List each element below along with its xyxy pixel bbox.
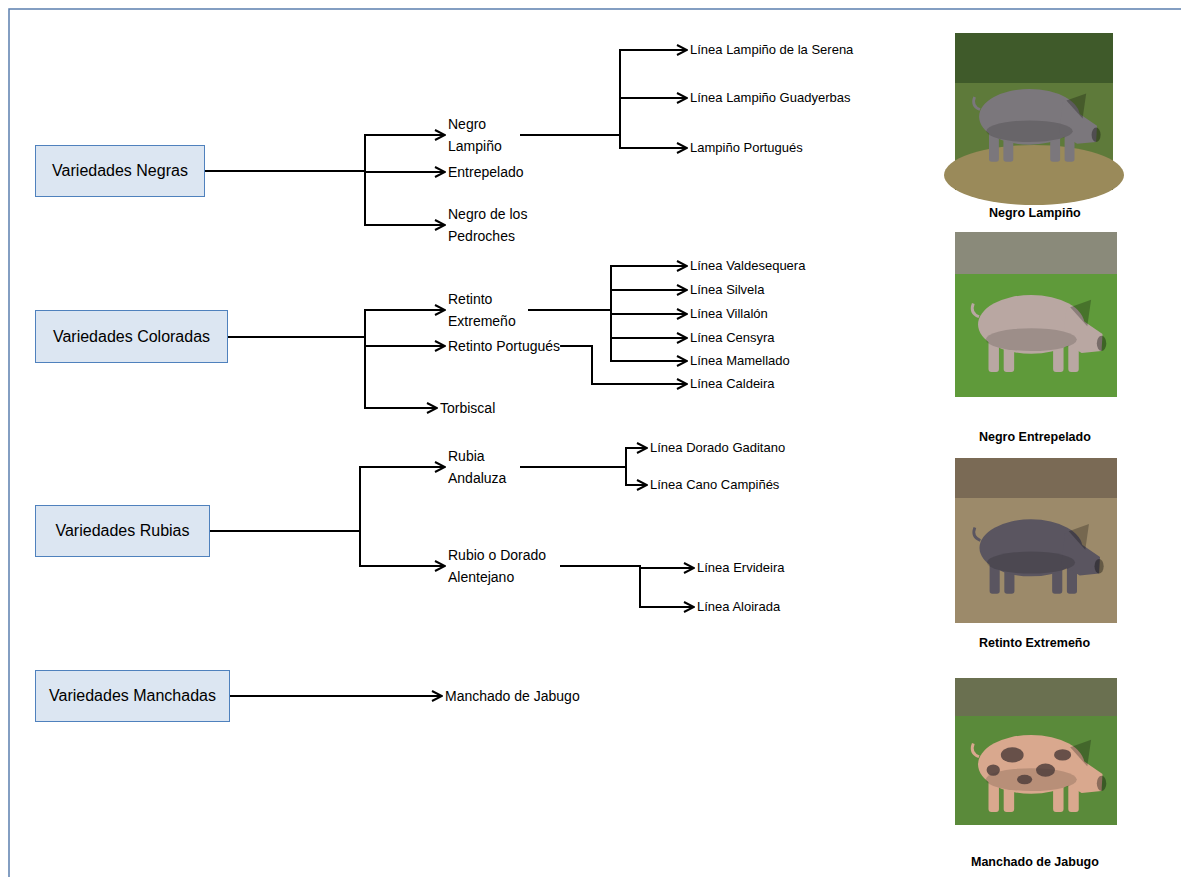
- node-text: Variedades Rubias: [55, 522, 189, 540]
- node-text: Negro de los Pedroches: [448, 203, 548, 247]
- node-text: Línea Villalón: [690, 304, 768, 324]
- branch-arrow: [520, 135, 687, 148]
- branch-arrow: [205, 135, 445, 171]
- frame-border: [9, 9, 1181, 877]
- node-text: Línea Censyra: [690, 328, 775, 348]
- photo-caption: Negro Entrepelado: [979, 430, 1091, 444]
- photo-negro-lampino: [944, 33, 1124, 205]
- node-text: Variedades Coloradas: [53, 328, 210, 346]
- node-text: Negro Lampiño: [448, 113, 520, 157]
- node-text: Retinto Extremeño: [448, 288, 528, 332]
- photo-manchado-jabugo: [955, 678, 1117, 825]
- node-text: Línea Cano Campiñés: [650, 475, 779, 495]
- line-label: Línea Villalón: [690, 304, 768, 324]
- branch-arrow: [520, 448, 647, 467]
- branch-arrow: [228, 310, 445, 337]
- variety-label: Entrepelado: [448, 161, 524, 183]
- node-text: Línea Valdesequera: [690, 256, 805, 276]
- node-text: Línea Ervideira: [697, 558, 784, 578]
- variety-label: Manchado de Jabugo: [445, 685, 580, 707]
- variety-label: Torbiscal: [440, 397, 495, 419]
- branch-arrow: [560, 346, 687, 384]
- line-label: Línea Ervideira: [697, 558, 784, 578]
- branch-arrow: [528, 266, 687, 310]
- node-text: Variedades Negras: [52, 162, 188, 180]
- variety-label: Retinto Extremeño: [448, 288, 528, 332]
- branch-arrow: [228, 337, 445, 346]
- branch-arrow: [520, 467, 647, 485]
- line-label: Línea Dorado Gaditano: [650, 438, 785, 458]
- category-box: Variedades Negras: [35, 145, 205, 197]
- branch-arrow: [210, 467, 445, 531]
- line-label: Línea Aloirada: [697, 597, 780, 617]
- node-text: Línea Lampiño Guadyerbas: [690, 88, 850, 108]
- branch-arrow: [560, 566, 694, 607]
- category-box: Variedades Rubias: [35, 505, 210, 557]
- line-label: Lampiño Portugués: [690, 138, 803, 158]
- node-text: Rubia Andaluza: [448, 445, 520, 489]
- node-text: Línea Lampiño de la Serena: [690, 40, 853, 60]
- branch-arrow: [520, 98, 687, 135]
- category-box: Variedades Manchadas: [35, 670, 230, 722]
- branch-arrow: [205, 171, 445, 225]
- node-text: Línea Caldeira: [690, 374, 775, 394]
- node-text: Retinto Portugués: [448, 335, 560, 357]
- node-text: Rubio o Dorado Alentejano: [448, 544, 560, 588]
- branch-arrow: [228, 337, 437, 408]
- node-text: Línea Silvela: [690, 280, 764, 300]
- line-label: Línea Mamellado: [690, 351, 790, 371]
- node-text: Torbiscal: [440, 397, 495, 419]
- node-text: Lampiño Portugués: [690, 138, 803, 158]
- branch-arrow: [528, 290, 687, 310]
- line-label: Línea Lampiño de la Serena: [690, 40, 853, 60]
- line-label: Línea Valdesequera: [690, 256, 805, 276]
- line-label: Línea Caldeira: [690, 374, 775, 394]
- node-text: Línea Mamellado: [690, 351, 790, 371]
- variety-label: Rubia Andaluza: [448, 445, 520, 489]
- node-text: Línea Aloirada: [697, 597, 780, 617]
- photo-retinto-extremeno: [955, 458, 1117, 623]
- branch-arrow: [528, 310, 687, 338]
- node-text: Entrepelado: [448, 161, 524, 183]
- variety-label: Negro de los Pedroches: [448, 203, 548, 247]
- node-text: Línea Dorado Gaditano: [650, 438, 785, 458]
- photo-caption: Negro Lampiño: [989, 206, 1081, 220]
- variety-label: Rubio o Dorado Alentejano: [448, 544, 560, 588]
- node-text: Manchado de Jabugo: [445, 685, 580, 707]
- variety-label: Negro Lampiño: [448, 113, 520, 157]
- photo-caption: Manchado de Jabugo: [971, 855, 1099, 869]
- node-text: Variedades Manchadas: [49, 687, 216, 705]
- variety-label: Retinto Portugués: [448, 335, 560, 357]
- line-label: Línea Lampiño Guadyerbas: [690, 88, 850, 108]
- branch-arrow: [210, 531, 445, 566]
- branch-arrow: [520, 50, 687, 135]
- category-box: Variedades Coloradas: [35, 310, 228, 363]
- line-label: Línea Silvela: [690, 280, 764, 300]
- line-label: Línea Censyra: [690, 328, 775, 348]
- photo-negro-entrepelado: [955, 232, 1117, 397]
- photo-caption: Retinto Extremeño: [979, 636, 1090, 650]
- line-label: Línea Cano Campiñés: [650, 475, 779, 495]
- branch-arrow: [230, 695, 442, 697]
